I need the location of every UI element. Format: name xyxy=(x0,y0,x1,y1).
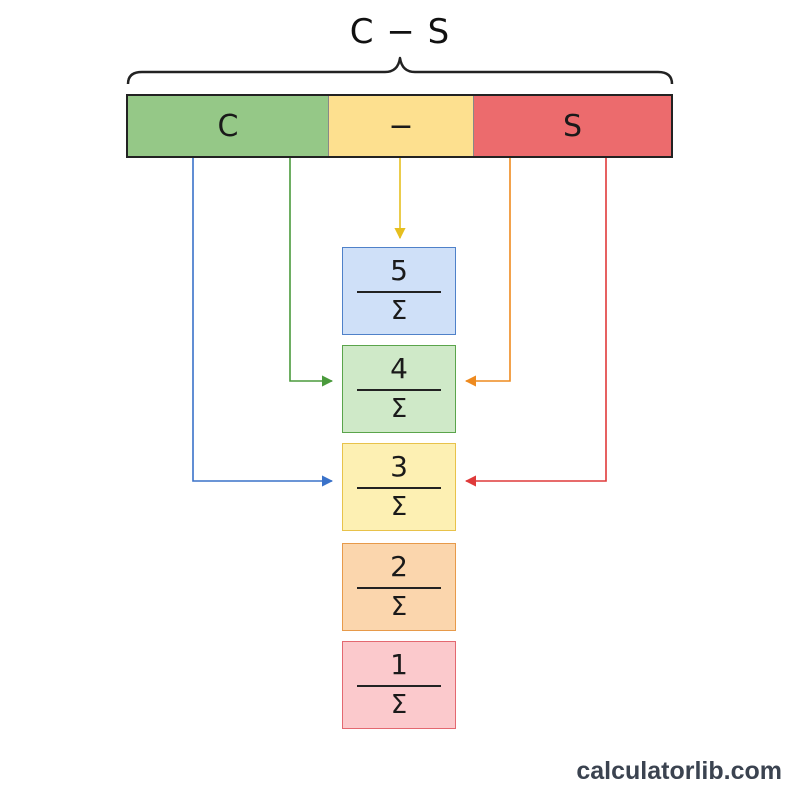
fraction-bar xyxy=(357,290,441,293)
segment-s: S xyxy=(474,96,671,156)
curly-brace xyxy=(126,56,674,85)
fraction-box-3: 3 Σ xyxy=(342,443,456,531)
fraction-bar xyxy=(357,388,441,391)
fraction-numerator: 2 xyxy=(390,549,408,583)
segment-minus: − xyxy=(328,96,474,156)
fraction-numerator: 4 xyxy=(390,351,408,385)
arrow-c-to-3 xyxy=(192,158,334,487)
fraction-denominator: Σ xyxy=(390,689,408,720)
fraction-denominator: Σ xyxy=(390,491,408,522)
fraction-bar xyxy=(357,486,441,489)
arrow-s-to-4 xyxy=(464,158,511,387)
fraction-numerator: 1 xyxy=(390,647,408,681)
fraction-box-4: 4 Σ xyxy=(342,345,456,433)
fraction-denominator: Σ xyxy=(390,591,408,622)
fraction-bar xyxy=(357,684,441,687)
fraction-numerator: 3 xyxy=(390,449,408,483)
fraction-denominator: Σ xyxy=(390,295,408,326)
fraction-box-1: 1 Σ xyxy=(342,641,456,729)
arrow-s-to-3 xyxy=(464,158,607,487)
fraction-bar xyxy=(357,586,441,589)
site-watermark: calculatorlib.com xyxy=(576,757,782,785)
fraction-box-5: 5 Σ xyxy=(342,247,456,335)
fraction-denominator: Σ xyxy=(390,393,408,424)
segment-c: C xyxy=(128,96,328,156)
fraction-numerator: 5 xyxy=(390,253,408,287)
fraction-box-2: 2 Σ xyxy=(342,543,456,631)
arrow-c-to-4 xyxy=(289,158,334,387)
diagram-title: C − S xyxy=(349,12,451,52)
segment-bar: C − S xyxy=(126,94,673,158)
